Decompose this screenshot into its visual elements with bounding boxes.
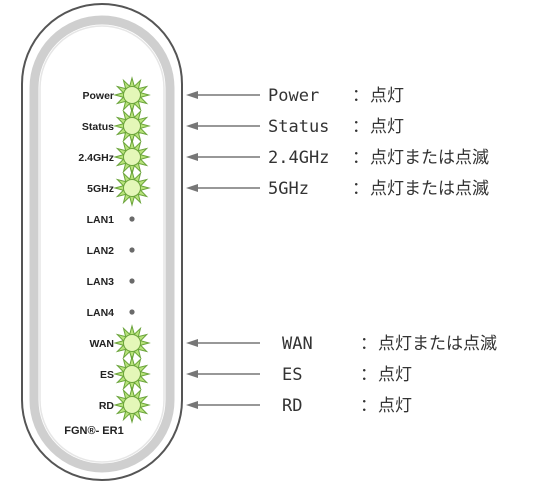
led-core [123, 396, 141, 414]
led-core [123, 148, 141, 166]
callout-rd: RD ：点灯 [186, 396, 412, 416]
led-lit-rd-icon [113, 386, 151, 424]
router-inner-edge [39, 25, 165, 463]
led-label-lan1: LAN1 [87, 214, 115, 226]
callout-arrowhead-rd-icon [186, 401, 198, 409]
model-label: FGN®- ER1 [64, 425, 123, 437]
callout-state-es: 点灯 [378, 365, 412, 385]
led-label-2-4ghz: 2.4GHz [78, 152, 114, 164]
callout-colon-wan: ： [360, 334, 377, 354]
callout-2-4ghz: 2.4GHz ：点灯または点滅 [186, 148, 489, 168]
callout-list: Power：点灯Status：点灯2.4GHz：点灯または点滅5GHz：点灯また… [186, 86, 497, 416]
led-core [123, 179, 141, 197]
led-core [123, 365, 141, 383]
callout-arrowhead-5ghz-icon [186, 184, 198, 192]
callout-name-2-4ghz: 2.4GHz [268, 148, 329, 168]
callout-power: Power ：点灯 [186, 86, 404, 106]
callout-colon-2-4ghz: ： [352, 148, 369, 168]
callout-colon-5ghz: ： [352, 179, 369, 199]
callout-colon-status: ： [352, 117, 369, 137]
led-label-5ghz: 5GHz [87, 183, 114, 195]
callout-arrowhead-es-icon [186, 370, 198, 378]
callout-es: ES ：点灯 [186, 365, 412, 385]
led-lit-status-icon [113, 107, 151, 145]
callout-state-rd: 点灯 [378, 396, 412, 416]
led-label-lan2: LAN2 [87, 245, 115, 257]
callout-state-power: 点灯 [370, 86, 404, 106]
led-label-wan: WAN [90, 338, 115, 350]
led-core [123, 117, 141, 135]
callout-colon-rd: ： [360, 396, 377, 416]
callout-colon-es: ： [360, 365, 377, 385]
callout-state-status: 点灯 [370, 117, 404, 137]
router-grey-band [29, 15, 175, 473]
led-core [123, 334, 141, 352]
led-label-lan3: LAN3 [87, 276, 115, 288]
callout-state-wan: 点灯または点滅 [378, 334, 497, 354]
led-off-lan1-icon [129, 216, 135, 222]
led-lit-power-icon [113, 76, 151, 114]
callout-5ghz: 5GHz ：点灯または点滅 [186, 179, 489, 199]
callout-name-power: Power [268, 86, 319, 106]
callout-wan: WAN ：点灯または点滅 [186, 334, 497, 354]
led-off-lan4-icon [129, 309, 135, 315]
callout-arrowhead-2-4ghz-icon [186, 153, 198, 161]
callout-state-2-4ghz: 点灯または点滅 [370, 148, 489, 168]
led-off-lan3-icon [129, 278, 135, 284]
led-off-lan2-icon [129, 247, 135, 253]
callout-arrowhead-status-icon [186, 122, 198, 130]
callout-arrowhead-power-icon [186, 91, 198, 99]
led-lit-5ghz-icon [113, 169, 151, 207]
led-label-rd: RD [99, 400, 115, 412]
callout-name-es: ES [282, 365, 302, 385]
callout-name-wan: WAN [282, 334, 313, 354]
led-lit-es-icon [113, 355, 151, 393]
callout-arrowhead-wan-icon [186, 339, 198, 347]
led-label-lan4: LAN4 [87, 307, 115, 319]
callout-colon-power: ： [352, 86, 369, 106]
callout-name-5ghz: 5GHz [268, 179, 309, 199]
callout-name-status: Status [268, 117, 329, 137]
callout-state-5ghz: 点灯または点滅 [370, 179, 489, 199]
led-core [123, 86, 141, 104]
callout-status: Status ：点灯 [186, 117, 404, 137]
led-label-status: Status [82, 121, 114, 133]
callout-name-rd: RD [282, 396, 302, 416]
led-label-es: ES [100, 369, 114, 381]
led-label-power: Power [82, 90, 114, 102]
